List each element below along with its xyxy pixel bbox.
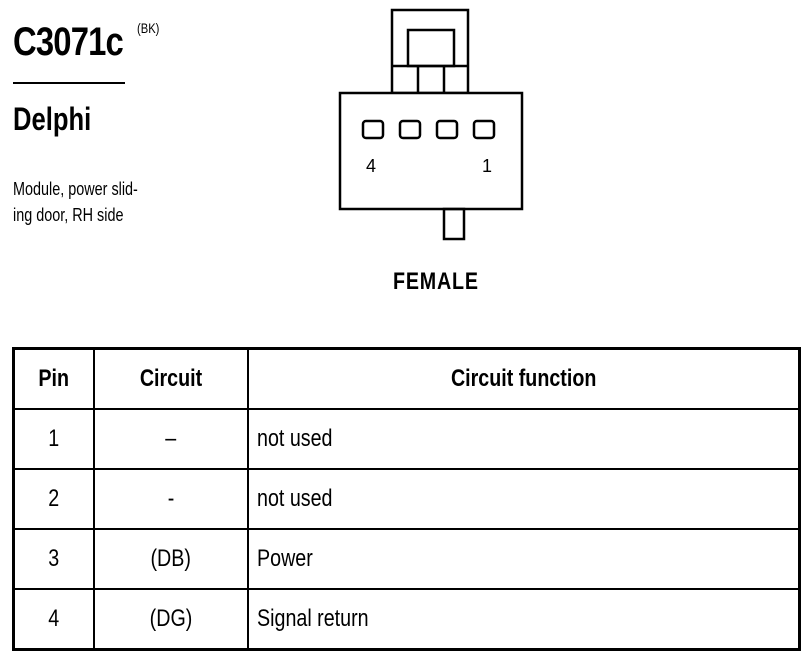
pin-label-right: 1 (482, 156, 492, 176)
connector-face-diagram: 4 1 (338, 8, 524, 241)
table-row: 1 – not used (12, 408, 801, 470)
function-cell: not used (247, 468, 801, 530)
description-line-1: Module, power slid- (13, 179, 138, 199)
connector-description: Module, power slid- ing door, RH side (13, 176, 181, 228)
connector-id: C3071c (13, 20, 124, 64)
table-row: 4 (DG) Signal return (12, 588, 801, 651)
pin-cavity-2 (435, 119, 459, 140)
pin-cavity-3 (398, 119, 422, 140)
circuit-cell: – (93, 408, 249, 470)
table-header-row: Pin Circuit Circuit function (12, 347, 801, 410)
header-circuit: Circuit (93, 347, 249, 410)
pin-label-left: 4 (366, 156, 376, 176)
circuit-cell: (DB) (93, 528, 249, 590)
circuit-cell: - (93, 468, 249, 530)
pin-cell: 1 (12, 408, 95, 470)
description-line-2: ing door, RH side (13, 205, 124, 225)
function-cell: Signal return (247, 588, 801, 651)
circuit-cell: (DG) (93, 588, 249, 651)
manufacturer-name: Delphi (13, 101, 92, 137)
connector-color-code: (BK) (137, 20, 160, 36)
pin-cavity-1 (472, 119, 496, 140)
header-circuit-function: Circuit function (247, 347, 801, 410)
pin-cavity-4 (361, 119, 385, 140)
latch-housing (390, 8, 470, 95)
connector-body (338, 91, 524, 211)
connector-gender: FEMALE (393, 268, 479, 295)
header-pin: Pin (12, 347, 95, 410)
polarization-key (442, 207, 466, 241)
pin-cell: 2 (12, 468, 95, 530)
pin-cell: 3 (12, 528, 95, 590)
function-cell: not used (247, 408, 801, 470)
function-cell: Power (247, 528, 801, 590)
table-row: 2 - not used (12, 468, 801, 530)
title-divider (13, 82, 125, 84)
latch-tab (406, 28, 456, 68)
table-row: 3 (DB) Power (12, 528, 801, 590)
pin-cell: 4 (12, 588, 95, 651)
pin-table: Pin Circuit Circuit function 1 – not use… (12, 347, 801, 651)
